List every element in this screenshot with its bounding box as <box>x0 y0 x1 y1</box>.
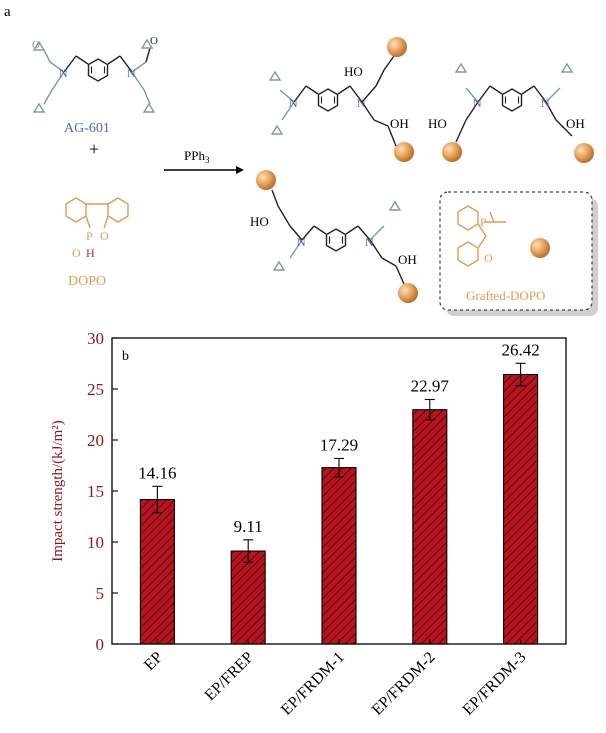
product-3 <box>271 189 405 285</box>
y-tick-label-2: 10 <box>87 533 104 552</box>
value-label-1: 9.11 <box>234 517 263 536</box>
product-1 <box>269 55 397 147</box>
y-tick-label-3: 15 <box>87 482 104 501</box>
product-3-sphere-1 <box>256 170 276 190</box>
value-label-2: 17.29 <box>320 435 358 454</box>
grafted-dopo-molecule <box>457 205 506 267</box>
product-1-sphere-2 <box>394 142 414 162</box>
ag601-n-left: N <box>59 66 68 80</box>
dopo-molecule <box>65 197 129 229</box>
ag601-label: AG-601 <box>64 121 110 136</box>
value-label-4: 26.42 <box>501 340 539 359</box>
value-label-0: 14.16 <box>138 463 176 482</box>
product-2-n-right: N <box>541 96 550 110</box>
product-3-ho: HO <box>250 214 269 229</box>
legend-sphere <box>530 238 550 258</box>
y-tick-label-1: 5 <box>96 584 105 603</box>
bar-3 <box>412 409 448 645</box>
plus-sign: + <box>89 139 99 159</box>
dopo-h: H <box>86 246 95 260</box>
legend-label: Grafted-DOPO <box>466 288 545 303</box>
category-label-1: EP/FREP <box>202 649 257 704</box>
y-tick-label-4: 20 <box>87 431 104 450</box>
product-2-n-left: N <box>473 96 482 110</box>
product-3-oh: OH <box>398 252 417 267</box>
product-3-sphere-2 <box>398 283 418 303</box>
reaction-scheme: a N N O O AG-601 + P O O H DOPO PPh3 <box>4 4 598 316</box>
chart-panel-label: b <box>122 349 129 364</box>
dopo-label: DOPO <box>68 274 106 289</box>
bar-1 <box>230 550 266 645</box>
ag601-epoxide-o-1: O <box>32 39 40 51</box>
category-label-2: EP/FRDM-1 <box>278 649 348 719</box>
category-label-0: EP <box>141 649 166 674</box>
scheme-panel-label: a <box>4 4 11 20</box>
impact-strength-chart: b Impact strength/(kJ/m²) 0 5 10 15 20 25 30 14… <box>50 329 567 719</box>
grafted-dopo-o: O <box>484 251 493 265</box>
bar-4 <box>503 373 539 645</box>
product-1-oh-top: HO <box>344 64 363 79</box>
product-1-n-left: N <box>289 96 298 110</box>
bar-2 <box>321 467 357 645</box>
product-1-oh-bottom: OH <box>390 116 409 131</box>
dopo-oh-o: O <box>72 246 81 260</box>
dopo-o: O <box>100 229 109 243</box>
product-2-sphere-2 <box>574 143 594 163</box>
catalyst-label: PPh3 <box>184 148 210 165</box>
value-label-3: 22.97 <box>411 377 450 396</box>
product-3-n-left: N <box>297 235 306 249</box>
bar-0 <box>139 499 175 645</box>
product-3-n-right: N <box>365 235 374 249</box>
y-tick-label-0: 0 <box>96 635 105 654</box>
grafted-dopo-p: P <box>480 215 487 229</box>
reaction-arrowhead <box>236 166 244 174</box>
product-1-sphere-1 <box>387 37 407 57</box>
product-2-oh: OH <box>566 116 585 131</box>
ag601-molecule <box>33 39 155 113</box>
category-label-4: EP/FRDM-3 <box>460 649 530 719</box>
category-label-3: EP/FRDM-2 <box>369 649 439 719</box>
product-2-ho: HO <box>428 116 447 131</box>
y-axis-label: Impact strength/(kJ/m²) <box>50 420 66 562</box>
product-2-sphere-1 <box>442 142 462 162</box>
y-tick-label-5: 25 <box>87 380 104 399</box>
product-2 <box>455 63 573 143</box>
product-1-n-right: N <box>357 96 366 110</box>
ag601-epoxide-o-2: O <box>150 35 158 47</box>
dopo-p: P <box>86 229 93 243</box>
y-tick-label-6: 30 <box>87 329 104 348</box>
ag601-n-right: N <box>127 66 136 80</box>
